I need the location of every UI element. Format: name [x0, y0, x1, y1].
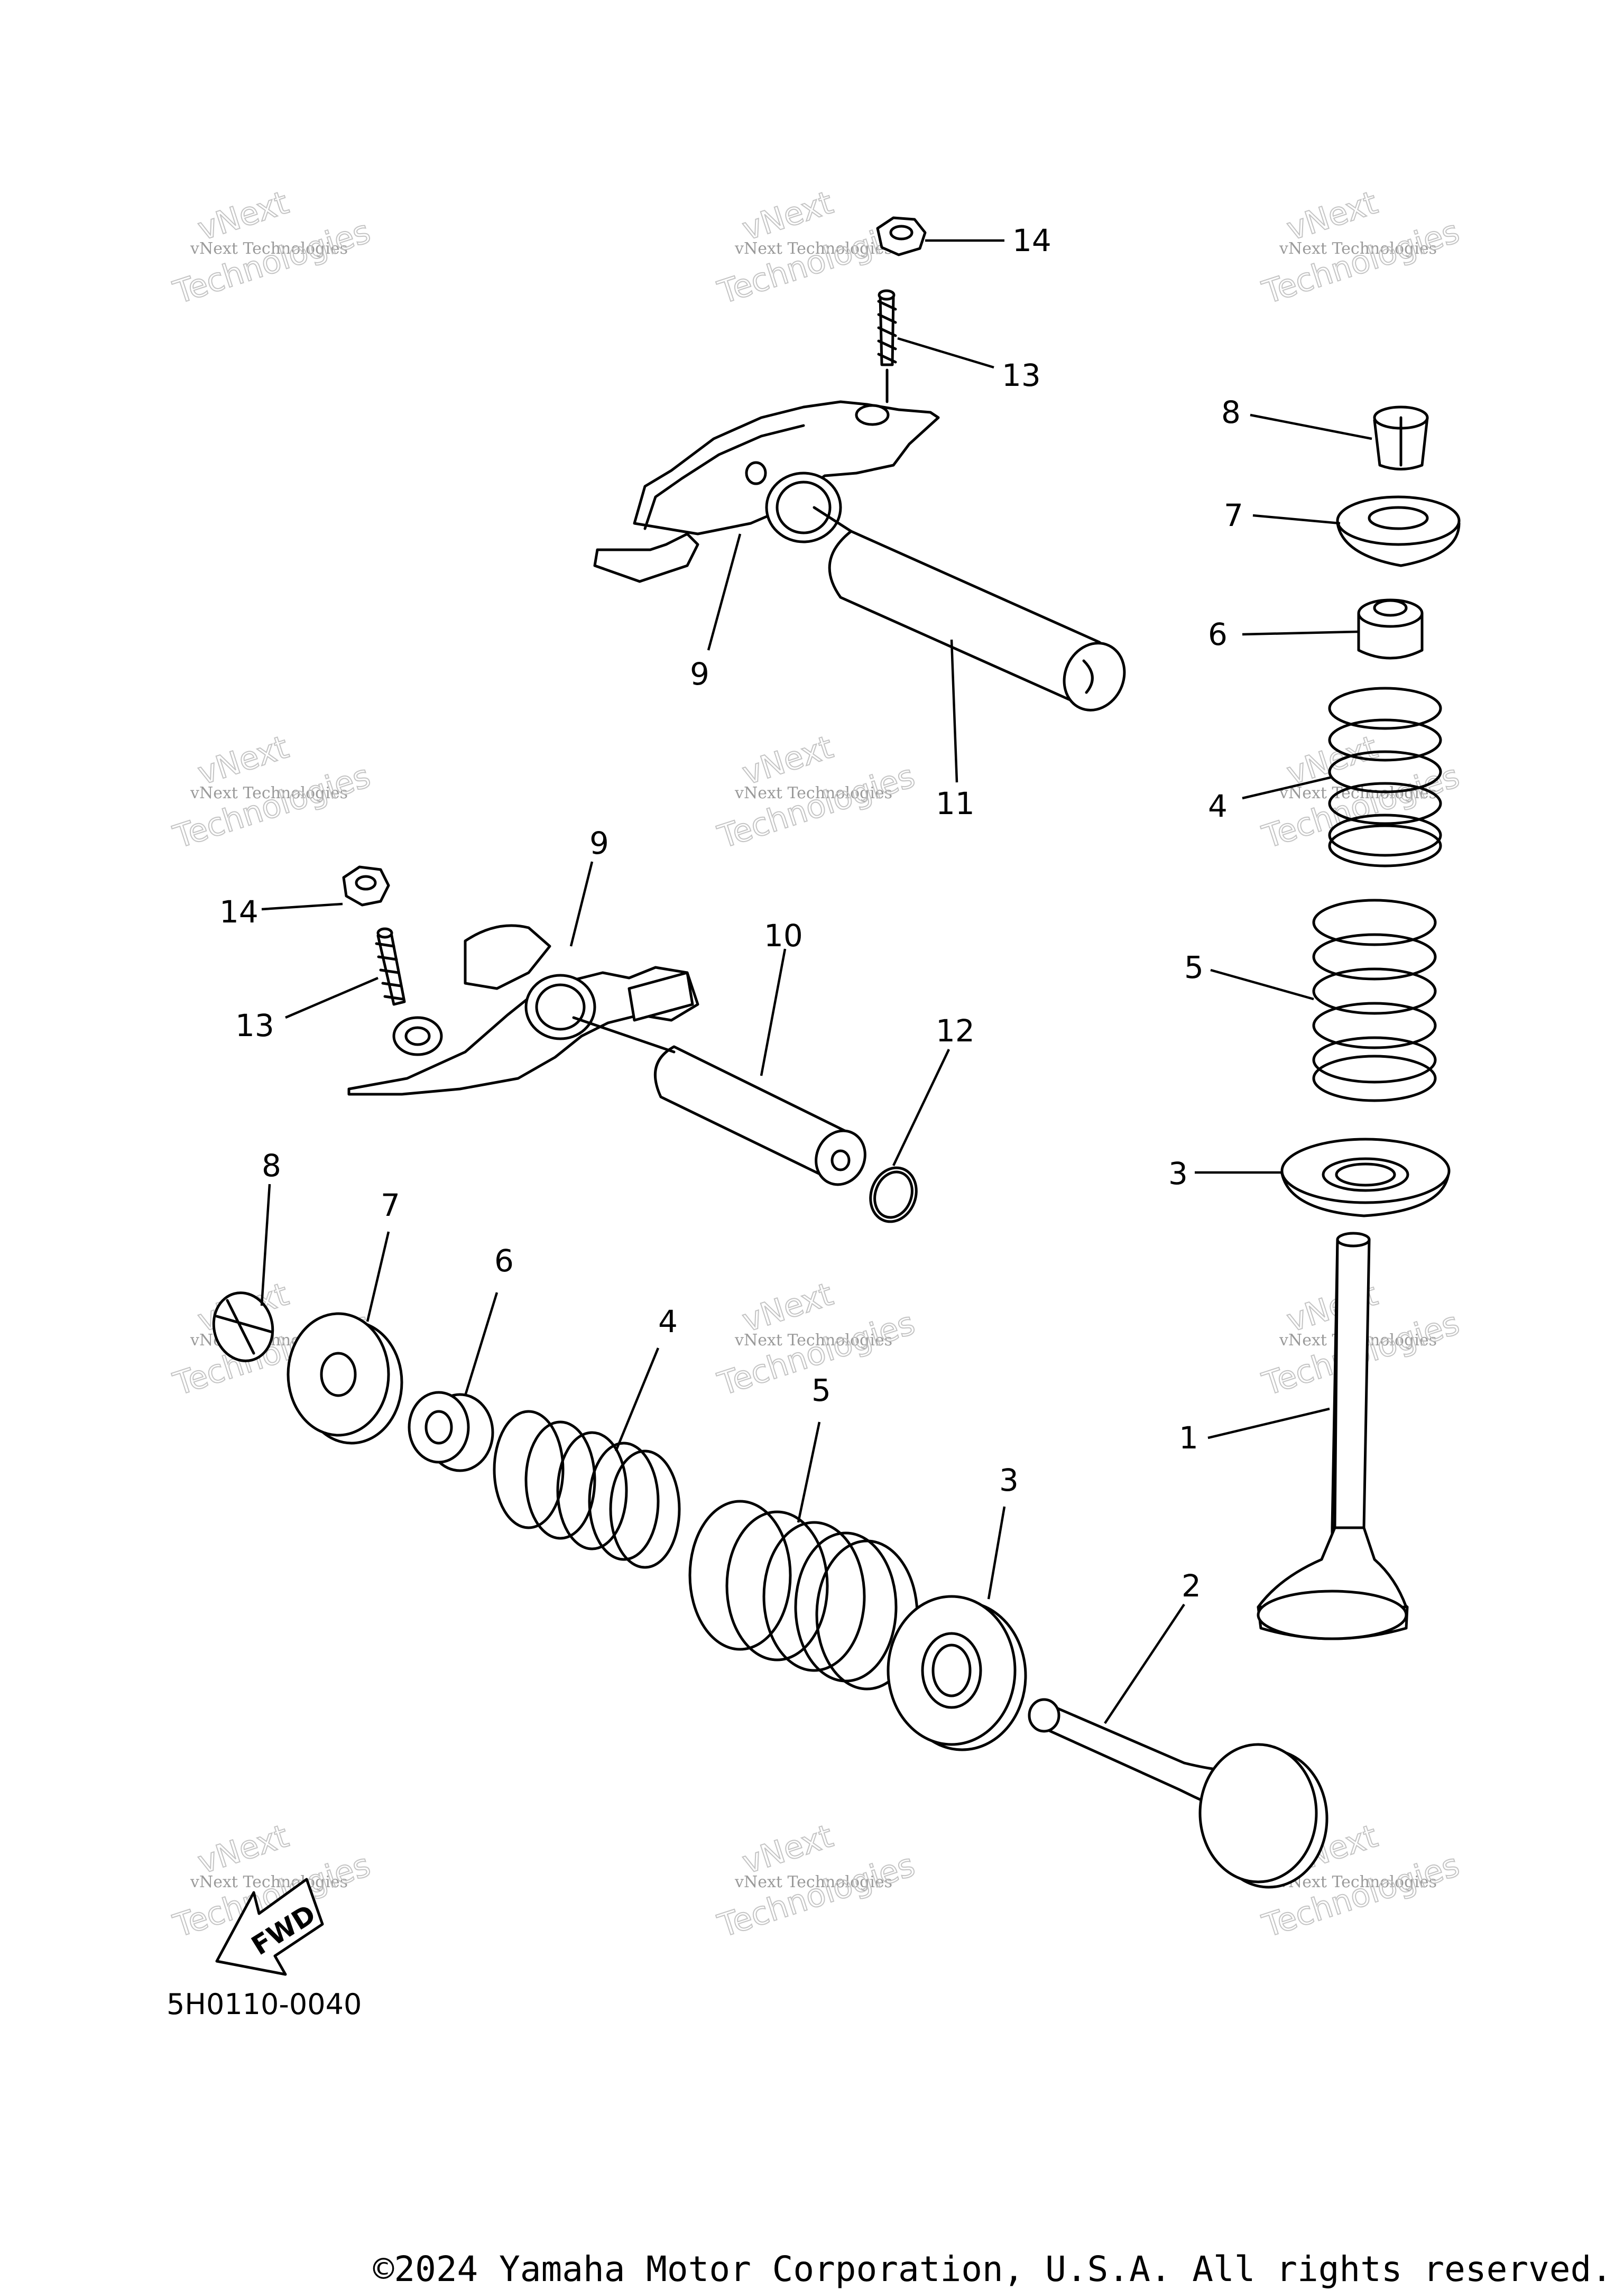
watermark-text: vNext [738, 184, 837, 248]
watermark-text: vNext [738, 728, 837, 792]
part-3-spring-seat-right [1280, 1138, 1451, 1217]
part-6-stem-seal-right [1357, 598, 1424, 660]
watermark: vNext vNext Technologies Technologies [169, 183, 375, 312]
part-2-valve-diagonal [1028, 1698, 1328, 1889]
watermark-text: vNext Technologies [734, 1331, 892, 1350]
part-13-adjusting-screw-upper [877, 289, 897, 403]
part-10-rocker-shaft [572, 1016, 866, 1186]
part-13-adjusting-screw-lower [375, 927, 406, 1006]
callout-12: 12 [936, 1013, 975, 1049]
watermark-text: vNext [193, 184, 293, 248]
callout-2: 2 [1182, 1568, 1201, 1604]
watermark: vNext vNext Technologies Technologies [1258, 183, 1464, 312]
part-7-spring-retainer-right [1336, 495, 1461, 567]
callout-3: 3 [999, 1462, 1019, 1498]
callout-11: 11 [936, 786, 975, 821]
watermark-text: vNext Technologies [734, 239, 892, 258]
callout-9: 9 [690, 656, 709, 692]
watermark-text: vNext [1282, 728, 1382, 792]
part-12-o-ring [869, 1166, 918, 1223]
callout-3: 3 [1168, 1156, 1188, 1192]
watermark-text: vNext Technologies [190, 784, 348, 802]
part-1-valve-vertical [1257, 1232, 1409, 1640]
callout-13: 13 [1002, 357, 1041, 393]
drawing-code: 5H0110-0040 [167, 1988, 362, 2021]
callout-5: 5 [1184, 949, 1204, 985]
part-4-inner-spring-right [1328, 687, 1442, 867]
watermark-text: vNext Technologies [734, 784, 892, 802]
watermark-text: vNext [1282, 184, 1382, 248]
watermark: vNext vNext Technologies Technologies [713, 1817, 920, 1945]
callout-4: 4 [1208, 788, 1228, 824]
watermark-text: vNext [193, 1817, 293, 1881]
part-14-nut-lower [342, 865, 390, 907]
callout-1: 1 [1179, 1420, 1198, 1456]
part-9-rocker-arm-lower [347, 924, 699, 1096]
part-5-outer-spring-lower [688, 1500, 919, 1691]
callout-8: 8 [262, 1148, 281, 1184]
callout-7: 7 [381, 1187, 400, 1223]
part-5-outer-spring-right [1312, 899, 1437, 1102]
watermark: vNext vNext Technologies Technologies [169, 728, 375, 856]
part-8-valve-cotter-right [1373, 405, 1429, 470]
watermark-text: vNext Technologies [1279, 1873, 1437, 1891]
callout-14: 14 [1012, 223, 1051, 258]
callout-14: 14 [219, 894, 259, 930]
part-11-rocker-shaft [813, 506, 1126, 712]
part-3-spring-seat-lower [887, 1595, 1027, 1751]
callout-4: 4 [658, 1304, 678, 1340]
part-9-rocker-arm-upper [593, 400, 940, 583]
part-7-spring-retainer-lower [287, 1312, 403, 1445]
callout-6: 6 [494, 1243, 514, 1279]
leader-lines [260, 239, 1372, 1724]
callout-6: 6 [1208, 616, 1228, 652]
part-14-nut-upper [876, 216, 927, 256]
copyright-notice: ©2024 Yamaha Motor Corporation, U.S.A. A… [373, 2249, 1612, 2289]
watermark-text: vNext [193, 728, 293, 792]
callouts: 14 13 9 11 8 7 6 4 5 3 1 9 14 13 10 12 8… [219, 223, 1243, 1604]
part-6-stem-seal-lower [408, 1391, 494, 1472]
callout-10: 10 [764, 918, 803, 954]
watermark-text: vNext Technologies [190, 1873, 348, 1891]
callout-7: 7 [1224, 497, 1243, 533]
watermark-text: vNext [738, 1276, 837, 1340]
callout-9: 9 [589, 825, 609, 861]
watermark: vNext vNext Technologies Technologies [713, 728, 920, 856]
fwd-arrow: FWD [215, 1878, 324, 1976]
part-4-inner-spring-lower [493, 1410, 681, 1569]
callout-5: 5 [811, 1372, 831, 1408]
callout-13: 13 [235, 1008, 274, 1044]
watermark-text: vNext Technologies [1279, 239, 1437, 258]
watermark-text: vNext [738, 1817, 837, 1881]
watermark-text: vNext Technologies [190, 239, 348, 258]
callout-8: 8 [1221, 394, 1241, 430]
part-8-valve-cotter-lower [212, 1291, 274, 1362]
watermark-text: vNext Technologies [734, 1873, 892, 1891]
